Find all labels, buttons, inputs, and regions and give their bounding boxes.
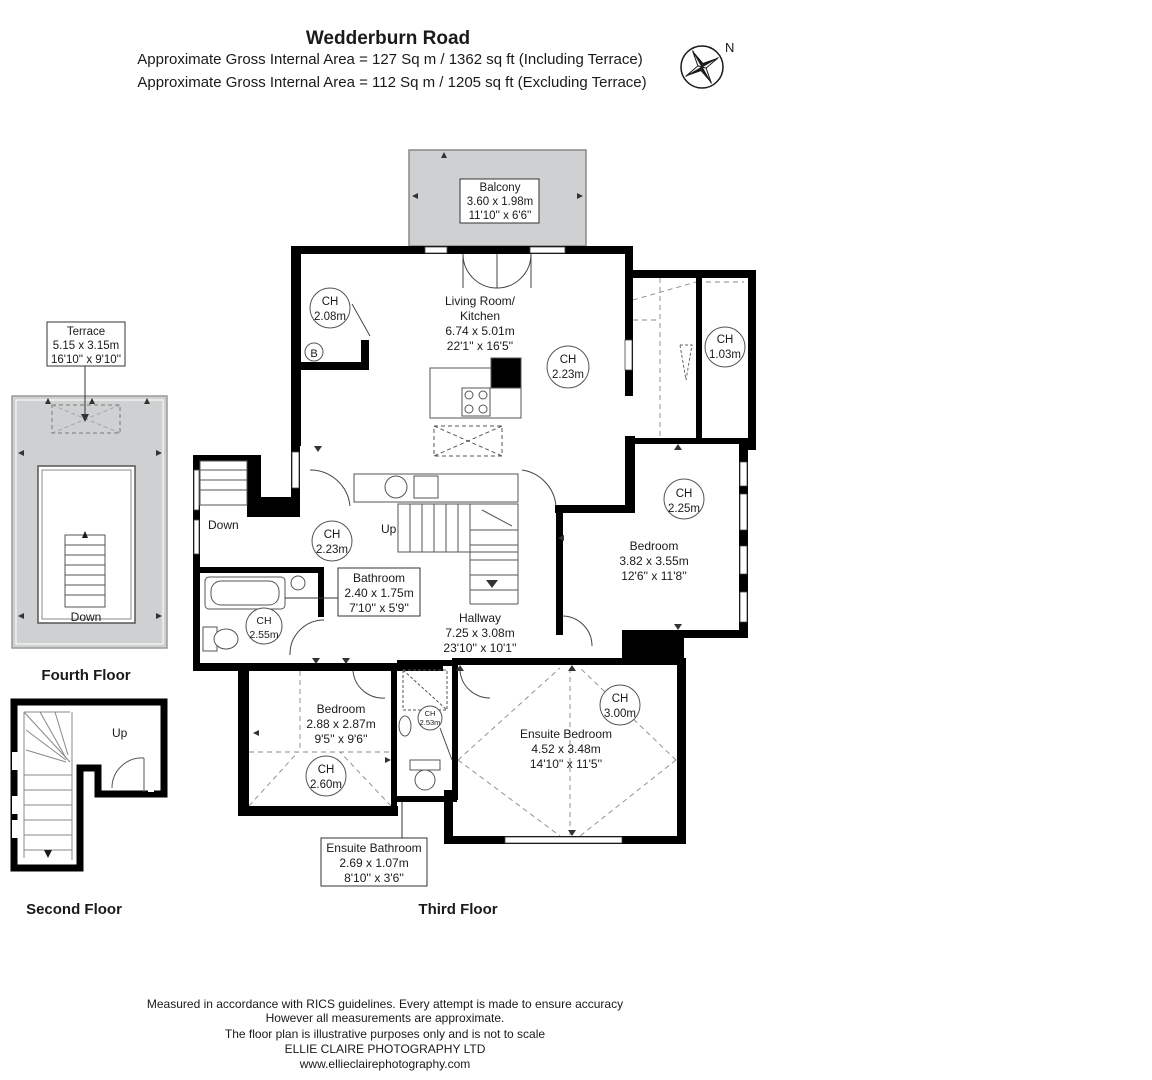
svg-text:CH: CH xyxy=(425,709,436,718)
fourth-floor-plan xyxy=(11,366,168,649)
balcony-imperial: 11'10'' x 6'6'' xyxy=(469,210,532,222)
living-label-2: Kitchen xyxy=(460,309,500,323)
svg-text:1.03m: 1.03m xyxy=(709,349,741,361)
living-label-1: Living Room/ xyxy=(445,294,516,308)
svg-text:2.53m: 2.53m xyxy=(420,718,441,727)
svg-text:2.08m: 2.08m xyxy=(314,311,346,323)
svg-text:CH: CH xyxy=(318,764,335,776)
svg-text:B: B xyxy=(310,348,317,360)
ensuite-bedroom-label: Ensuite Bedroom xyxy=(520,727,612,741)
third-floor-walls xyxy=(193,246,756,844)
bedroom-right-label: Bedroom xyxy=(630,539,679,553)
balcony-metric: 3.60 x 1.98m xyxy=(467,196,533,208)
ch-ensuite-bathroom: CH 2.53m xyxy=(417,705,443,731)
ceiling-slopes xyxy=(248,278,744,837)
hallway-label: Hallway xyxy=(459,611,501,625)
second-floor-title: Second Floor xyxy=(26,901,122,918)
svg-text:3.00m: 3.00m xyxy=(604,708,636,720)
ch-hallway: CH 2.23m xyxy=(311,520,353,562)
hallway-imperial: 23'10'' x 10'1'' xyxy=(443,641,516,655)
section-markers xyxy=(253,444,682,836)
svg-text:CH: CH xyxy=(560,354,577,366)
ensuite-bedroom-metric: 4.52 x 3.48m xyxy=(531,742,600,756)
terrace-label: Terrace xyxy=(67,326,105,338)
terrace-imperial: 16'10'' x 9'10'' xyxy=(51,354,121,366)
svg-text:2.25m: 2.25m xyxy=(668,503,700,515)
ensuite-bathroom-metric: 2.69 x 1.07m xyxy=(339,856,408,870)
svg-text:CH: CH xyxy=(612,693,629,705)
ch-ensuite-bedroom: CH 3.00m xyxy=(599,684,641,726)
ensuite-bedroom-imperial: 14'10'' x 11'5'' xyxy=(530,757,602,771)
bedroom-left-label: Bedroom xyxy=(317,702,366,716)
svg-text:2.55m: 2.55m xyxy=(249,629,278,641)
second-floor-plan xyxy=(10,698,168,872)
stair-up-label-third: Up xyxy=(381,522,397,536)
bathroom-imperial: 7'10'' x 5'9'' xyxy=(349,601,409,615)
svg-text:CH: CH xyxy=(676,488,693,500)
bedroom-left-imperial: 9'5'' x 9'6'' xyxy=(314,732,367,746)
bedroom-left-metric: 2.88 x 2.87m xyxy=(306,717,375,731)
svg-text:2.60m: 2.60m xyxy=(310,779,342,791)
ch-cupboard: CH 2.08m xyxy=(309,287,351,329)
area-including-terrace: Approximate Gross Internal Area = 127 Sq… xyxy=(137,51,642,68)
living-imperial: 22'1'' x 16'5'' xyxy=(447,339,513,353)
stair-down-label-third: Down xyxy=(208,518,239,532)
footer-website: www.ellieclairephotography.com xyxy=(299,1057,471,1071)
footer-scale-line: The floor plan is illustrative purposes … xyxy=(225,1027,545,1041)
svg-text:CH: CH xyxy=(324,529,341,541)
compass-north-label: N xyxy=(725,40,734,55)
ensuite-bathroom-label: Ensuite Bathroom xyxy=(326,841,421,855)
area-excluding-terrace: Approximate Gross Internal Area = 112 Sq… xyxy=(137,74,646,91)
ch-living: CH 2.23m xyxy=(546,345,590,389)
svg-text:2.23m: 2.23m xyxy=(316,544,348,556)
fixtures xyxy=(199,357,522,791)
ensuite-bathroom-imperial: 8'10'' x 3'6'' xyxy=(344,871,404,885)
fourth-floor-title: Fourth Floor xyxy=(41,667,130,684)
balcony-label: Balcony xyxy=(480,182,521,194)
hallway-metric: 7.25 x 3.08m xyxy=(445,626,514,640)
bathroom-label: Bathroom xyxy=(353,571,405,585)
bedroom-right-metric: 3.82 x 3.55m xyxy=(619,554,688,568)
bedroom-right-imperial: 12'6'' x 11'8'' xyxy=(621,569,687,583)
ch-bedroom-left: CH 2.60m xyxy=(305,755,347,797)
compass-icon xyxy=(680,45,724,89)
plan-title: Wedderburn Road xyxy=(306,28,470,49)
svg-text:CH: CH xyxy=(322,296,339,308)
ch-store: CH 1.03m xyxy=(704,326,746,368)
living-metric: 6.74 x 5.01m xyxy=(445,324,514,338)
footer-rics-line: Measured in accordance with RICS guideli… xyxy=(147,997,623,1011)
footer-approx-line: However all measurements are approximate… xyxy=(266,1011,505,1025)
windows xyxy=(193,246,748,844)
svg-text:CH: CH xyxy=(256,615,271,627)
svg-text:2.23m: 2.23m xyxy=(552,369,584,381)
third-floor-title: Third Floor xyxy=(418,901,497,918)
boiler-icon: B xyxy=(304,342,324,362)
terrace-metric: 5.15 x 3.15m xyxy=(53,340,119,352)
ch-bathroom: CH 2.55m xyxy=(245,607,283,645)
stair-down-label-fourth: Down xyxy=(71,610,102,624)
doors xyxy=(289,253,593,761)
footer-company: ELLIE CLAIRE PHOTOGRAPHY LTD xyxy=(285,1042,486,1056)
bathroom-metric: 2.40 x 1.75m xyxy=(344,586,413,600)
ch-bedroom-right: CH 2.25m xyxy=(663,478,705,520)
stair-up-label-second: Up xyxy=(112,726,128,740)
svg-text:CH: CH xyxy=(717,334,734,346)
